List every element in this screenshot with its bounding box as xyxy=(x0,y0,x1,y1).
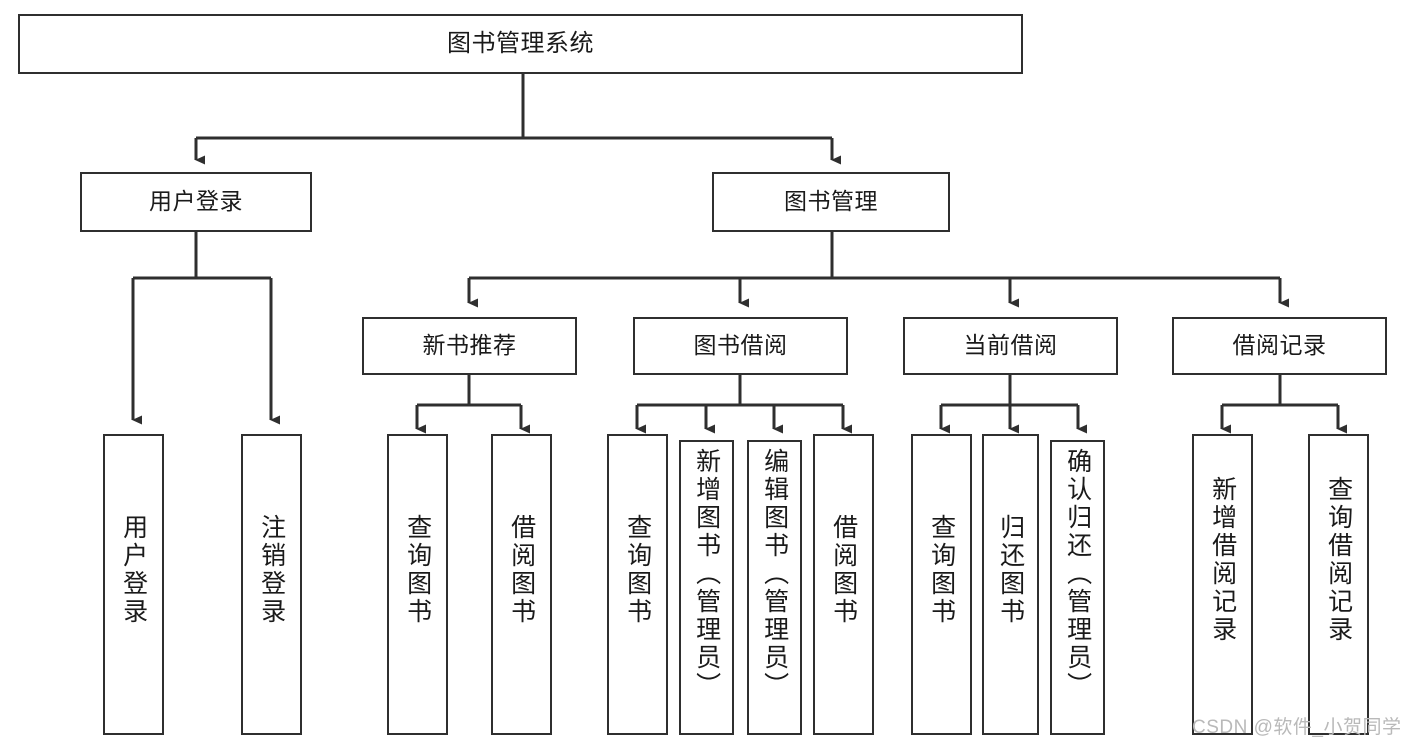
leaf-borrow-records-1[interactable]: 新增借阅记录 xyxy=(1192,434,1253,735)
node-label: 注销登录 xyxy=(257,514,286,626)
node-label: 当前借阅 xyxy=(963,332,1058,359)
leaf-book-borrow-1[interactable]: 查询图书 xyxy=(607,434,668,735)
csdn-watermark: CSDN @软件_小贺同学 xyxy=(1192,717,1402,738)
node-label: 借阅记录 xyxy=(1232,332,1327,359)
node-label: 新书推荐 xyxy=(422,332,517,359)
node-book-borrow[interactable]: 图书借阅 xyxy=(633,317,848,375)
leaf-borrow-records-2[interactable]: 查询借阅记录 xyxy=(1308,434,1369,735)
node-label: 查询图书 xyxy=(623,514,652,626)
node-label: 图书管理 xyxy=(784,188,878,215)
leaf-new-book-1[interactable]: 查询图书 xyxy=(387,434,448,735)
node-label: 新增图书（管理员） xyxy=(692,448,721,700)
node-label: 借阅图书 xyxy=(507,514,536,626)
leaf-user-login-2[interactable]: 注销登录 xyxy=(241,434,302,735)
node-label: 确认归还（管理员） xyxy=(1063,448,1092,700)
node-label: 用户登录 xyxy=(149,188,243,215)
node-borrow-records[interactable]: 借阅记录 xyxy=(1172,317,1387,375)
leaf-book-borrow-2[interactable]: 新增图书（管理员） xyxy=(679,440,734,735)
node-label: 图书管理系统 xyxy=(447,29,594,57)
node-label: 编辑图书（管理员） xyxy=(760,448,789,700)
leaf-current-borrow-1[interactable]: 查询图书 xyxy=(911,434,972,735)
leaf-current-borrow-2[interactable]: 归还图书 xyxy=(982,434,1039,735)
node-current-borrow[interactable]: 当前借阅 xyxy=(903,317,1118,375)
node-label: 归还图书 xyxy=(996,514,1025,626)
node-label: 用户登录 xyxy=(119,514,148,626)
node-label: 新增借阅记录 xyxy=(1208,476,1237,644)
leaf-new-book-2[interactable]: 借阅图书 xyxy=(491,434,552,735)
leaf-user-login-1[interactable]: 用户登录 xyxy=(103,434,164,735)
node-root-system[interactable]: 图书管理系统 xyxy=(18,14,1023,74)
leaf-current-borrow-3[interactable]: 确认归还（管理员） xyxy=(1050,440,1105,735)
node-label: 查询图书 xyxy=(927,514,956,626)
node-user-login[interactable]: 用户登录 xyxy=(80,172,312,232)
node-label: 查询借阅记录 xyxy=(1324,476,1353,644)
node-label: 图书借阅 xyxy=(693,332,788,359)
node-label: 查询图书 xyxy=(403,514,432,626)
leaf-book-borrow-3[interactable]: 编辑图书（管理员） xyxy=(747,440,802,735)
node-book-management[interactable]: 图书管理 xyxy=(712,172,950,232)
leaf-book-borrow-4[interactable]: 借阅图书 xyxy=(813,434,874,735)
node-label: 借阅图书 xyxy=(829,514,858,626)
node-new-book-recommend[interactable]: 新书推荐 xyxy=(362,317,577,375)
